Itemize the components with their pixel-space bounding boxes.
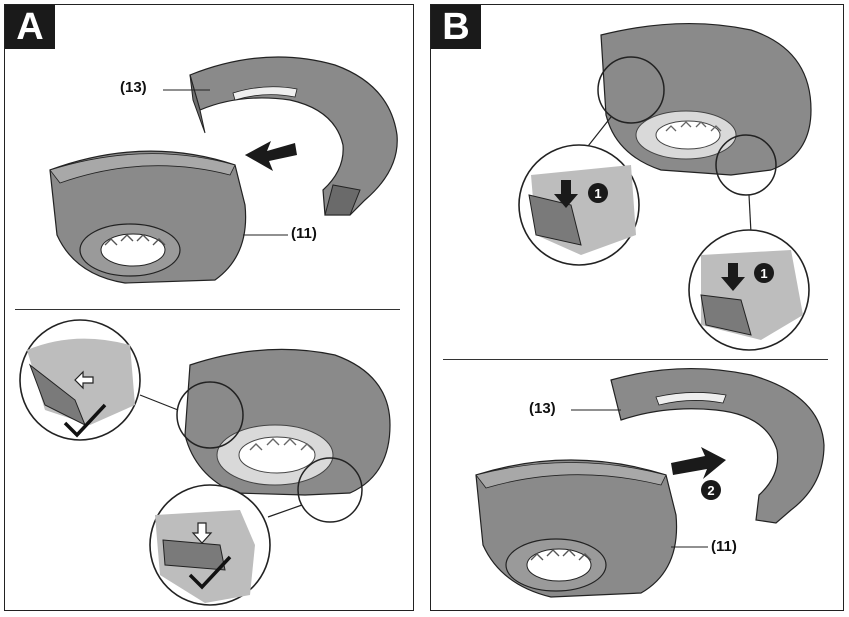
zoom-detail-2: 1: [688, 229, 810, 351]
magnifier-circle-icon: [715, 134, 777, 196]
arrow-icon: [554, 180, 578, 208]
checkmark-icon: [188, 555, 232, 590]
guard-base-illustration: [475, 459, 678, 598]
panel-b-illustration: 1 1 2: [475, 23, 825, 598]
step-badge-1: 1: [594, 186, 601, 201]
arrow-icon: [191, 522, 213, 544]
guard-cover-illustration: [189, 56, 398, 216]
magnifier-circle-icon: [597, 56, 665, 124]
guard-base-illustration: [49, 150, 247, 284]
panel-a-illustration: [19, 56, 398, 606]
step-badge-icon: [588, 183, 608, 203]
panel-b: B 1 1: [430, 4, 844, 611]
arrow-icon: [671, 447, 726, 479]
arrow-icon: [74, 370, 94, 390]
arrow-icon: [721, 263, 745, 291]
magnifier-circle-icon: [297, 457, 363, 523]
step-badge-2: 2: [707, 483, 714, 498]
checkmark-icon: [63, 403, 107, 438]
guard-cover-illustration: [610, 367, 825, 524]
magnifier-circle-icon: [176, 381, 244, 449]
panel-a: A: [4, 4, 414, 611]
callout-guard-base: (11): [291, 225, 317, 242]
callout-guard-base: (11): [711, 538, 737, 555]
zoom-detail-1: [19, 319, 141, 441]
arrow-icon: [245, 141, 297, 171]
assembled-guard-illustration: [600, 23, 812, 176]
panel-letter-a: A: [5, 5, 55, 49]
panel-letter-b: B: [431, 5, 481, 49]
panel-a-divider: [15, 309, 400, 310]
assembled-guard-illustration: [184, 348, 391, 496]
step-badge-icon: [701, 480, 721, 500]
panel-b-divider: [443, 359, 828, 360]
callout-guard-cover: (13): [120, 79, 147, 96]
zoom-detail-1: 1: [518, 144, 640, 266]
callout-guard-cover: (13): [529, 400, 556, 417]
step-badge-icon: [754, 263, 774, 283]
zoom-detail-2: [149, 484, 271, 606]
step-badge-1: 1: [760, 266, 767, 281]
